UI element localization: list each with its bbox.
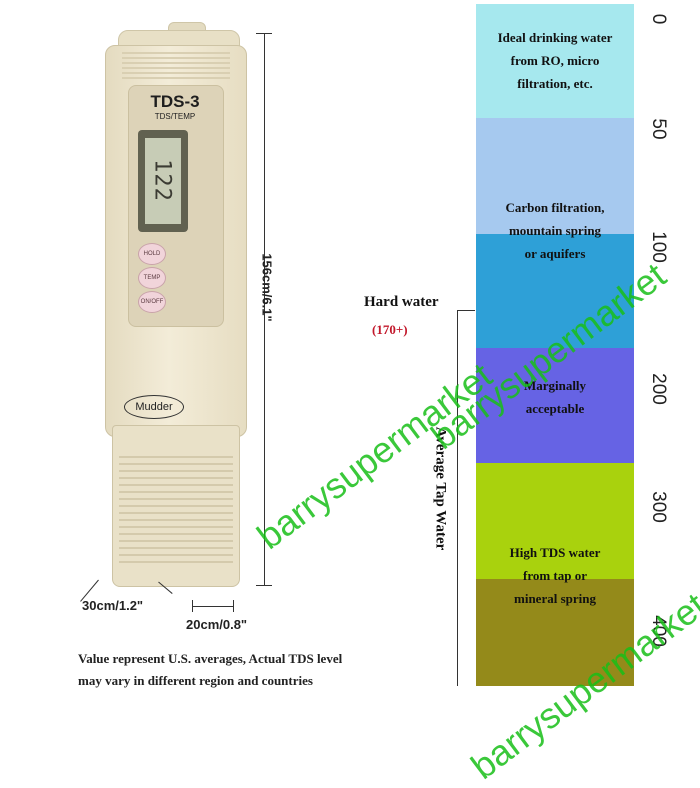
meter-model: TDS-3 xyxy=(150,92,200,111)
tds-band-0-50 xyxy=(476,4,634,118)
hard-water-label: Hard water xyxy=(364,294,439,310)
footnote: Value represent U.S. averages, Actual TD… xyxy=(78,648,408,692)
length-dimension-line xyxy=(264,33,265,586)
scale-tick-300: 300 xyxy=(648,491,669,523)
length-dimension-top-tick xyxy=(256,33,272,34)
power-button[interactable]: ON/OFF xyxy=(138,291,166,313)
depth-label: 20cm/0.8" xyxy=(186,617,248,632)
length-dimension-bottom-tick xyxy=(256,585,272,586)
tds-band-50-100 xyxy=(476,118,634,234)
meter-probe-cap xyxy=(112,425,240,587)
band-description-carbon: Carbon filtration, mountain spring or aq… xyxy=(505,200,605,261)
tds-band-400-plus xyxy=(476,579,634,686)
length-label: 156cm/6.1" xyxy=(259,253,275,322)
band-description-ideal: Ideal drinking water from RO, micro filt… xyxy=(497,30,613,91)
band-description-marginal: Marginally acceptable xyxy=(523,378,587,416)
footnote-line-1: Value represent U.S. averages, Actual TD… xyxy=(78,651,343,666)
watermark: barrysupermarket xyxy=(249,354,500,557)
temp-button[interactable]: TEMP xyxy=(138,267,166,289)
scale-tick-0: 0 xyxy=(648,13,669,25)
tap-water-bracket-top xyxy=(457,310,475,311)
tds-band-100-200 xyxy=(476,234,634,348)
hard-water-range: (170+) xyxy=(372,322,408,337)
footnote-line-2: may vary in different region and countri… xyxy=(78,673,313,688)
meter-model-sub: TDS/TEMP xyxy=(154,112,196,121)
scale-tick-200: 200 xyxy=(648,373,669,405)
tap-water-bracket xyxy=(457,310,458,686)
width-label: 30cm/1.2" xyxy=(82,598,144,613)
tds-band-200-300 xyxy=(476,348,634,463)
scale-tick-50: 50 xyxy=(648,118,669,140)
band-description-high-tds: High TDS water from tap or mineral sprin… xyxy=(509,545,601,606)
tds-band-300-400 xyxy=(476,463,634,579)
lcd-reading: 122 xyxy=(149,159,175,202)
brand-logo: Mudder xyxy=(124,395,184,419)
lcd-screen xyxy=(145,138,181,224)
depth-dimension-bracket xyxy=(192,600,234,612)
hold-button[interactable]: HOLD xyxy=(138,243,166,265)
